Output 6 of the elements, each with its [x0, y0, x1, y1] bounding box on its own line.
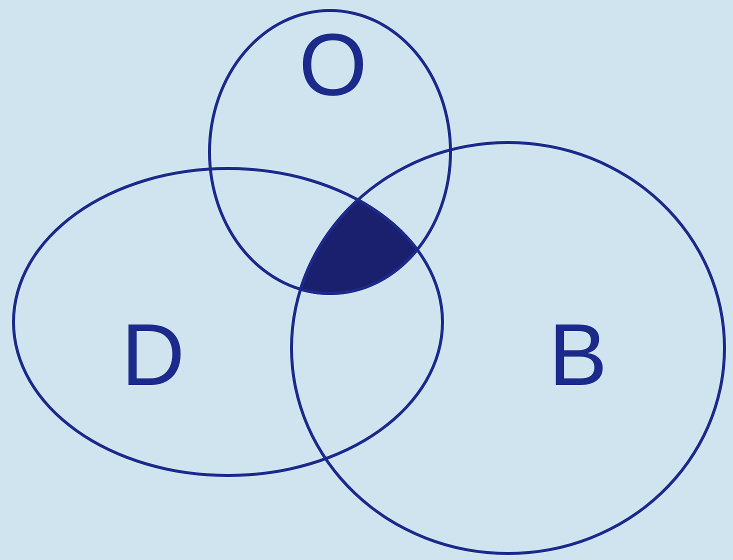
venn-circle	[208, 9, 452, 295]
venn-circle	[12, 167, 444, 477]
set-label: O	[298, 21, 368, 109]
set-label: B	[548, 311, 608, 399]
venn-circle	[290, 141, 726, 555]
set-label: D	[121, 311, 185, 399]
